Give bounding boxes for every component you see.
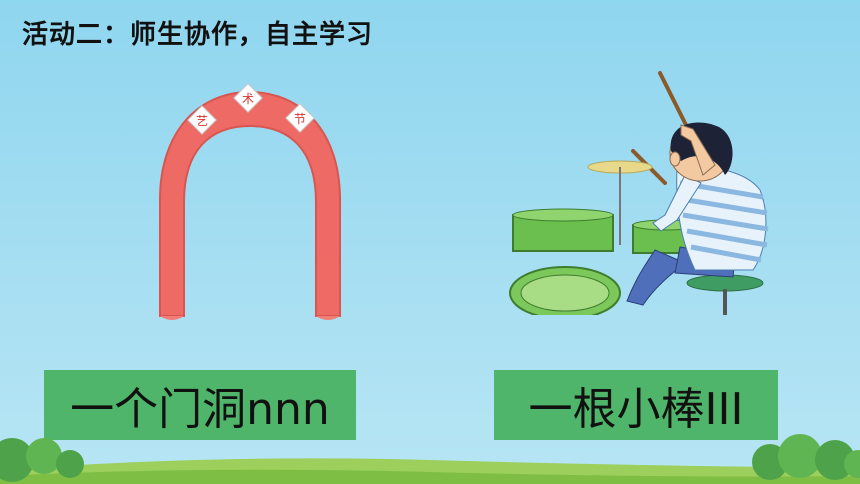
arch-banner-left: 艺 — [187, 105, 217, 135]
banner-char-1: 艺 — [196, 114, 208, 128]
arch-banner-center: 术 — [233, 83, 263, 113]
label-card-arch: 一个门洞nnn — [44, 370, 356, 440]
drummer-illustration — [509, 71, 769, 315]
bush-icon — [0, 438, 84, 482]
ground-decoration — [0, 434, 860, 484]
banner-char-3: 节 — [294, 112, 306, 126]
arch-banner-right: 节 — [285, 103, 315, 133]
bush-icon — [752, 434, 860, 480]
arch-illustration: 艺 术 节 — [159, 83, 341, 320]
label-card-stick: 一根小棒III — [494, 370, 778, 440]
slide-title: 活动二：师生协作，自主学习 — [22, 20, 374, 50]
label-card-arch-text: 一个门洞nnn — [70, 384, 330, 435]
drumstick-icon — [658, 71, 689, 129]
banner-char-2: 术 — [242, 92, 254, 106]
label-card-stick-text: 一根小棒III — [528, 384, 744, 435]
